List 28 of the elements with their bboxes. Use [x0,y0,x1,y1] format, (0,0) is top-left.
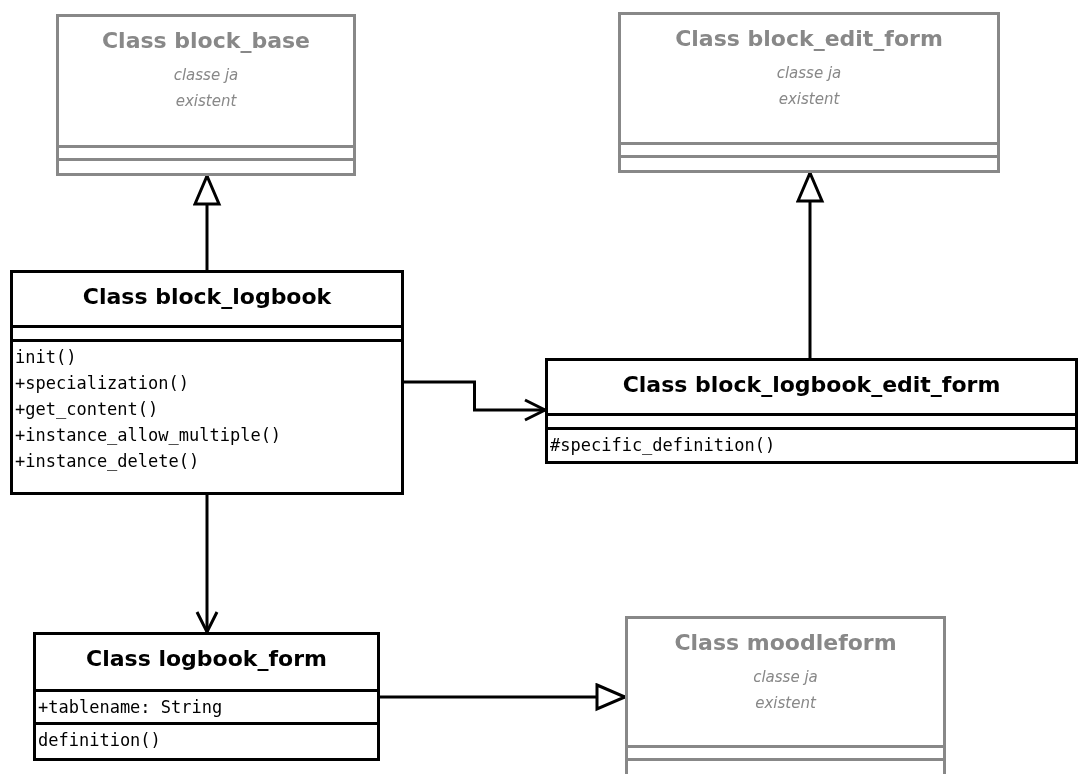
method-text: #specific_definition() [550,434,776,457]
attribute-text: +tablename: String [38,696,223,719]
class-box [618,12,1000,173]
class-name: Class logbook_form [86,645,327,673]
class-name: Class block_edit_form [675,25,943,53]
class-note: classe ja existent [752,667,819,715]
class-box [33,632,380,761]
class-name: Class block_base [101,27,311,55]
class-note: classe ja existent [775,63,843,111]
association-arrow [195,495,219,634]
method-text: +instance_allow_multiple() [15,424,282,447]
method-text: +specialization() [15,372,189,395]
method-text: +get_content() [15,398,159,421]
class-box [545,358,1078,464]
class-box [10,270,404,495]
class-note: classe ja existent [172,65,240,113]
class-box [625,616,946,774]
inheritance-arrow [193,174,221,270]
method-text: init() [15,346,77,369]
class-box [56,14,356,176]
inheritance-arrow [380,683,627,711]
inheritance-arrow [796,171,824,358]
method-text: +instance_delete() [15,450,200,473]
class-name: Class moodleform [674,629,897,657]
method-text: definition() [38,729,161,752]
class-name: Class block_logbook [82,283,332,311]
class-name: Class block_logbook_edit_form [622,371,1001,399]
association-arrow [404,380,547,422]
